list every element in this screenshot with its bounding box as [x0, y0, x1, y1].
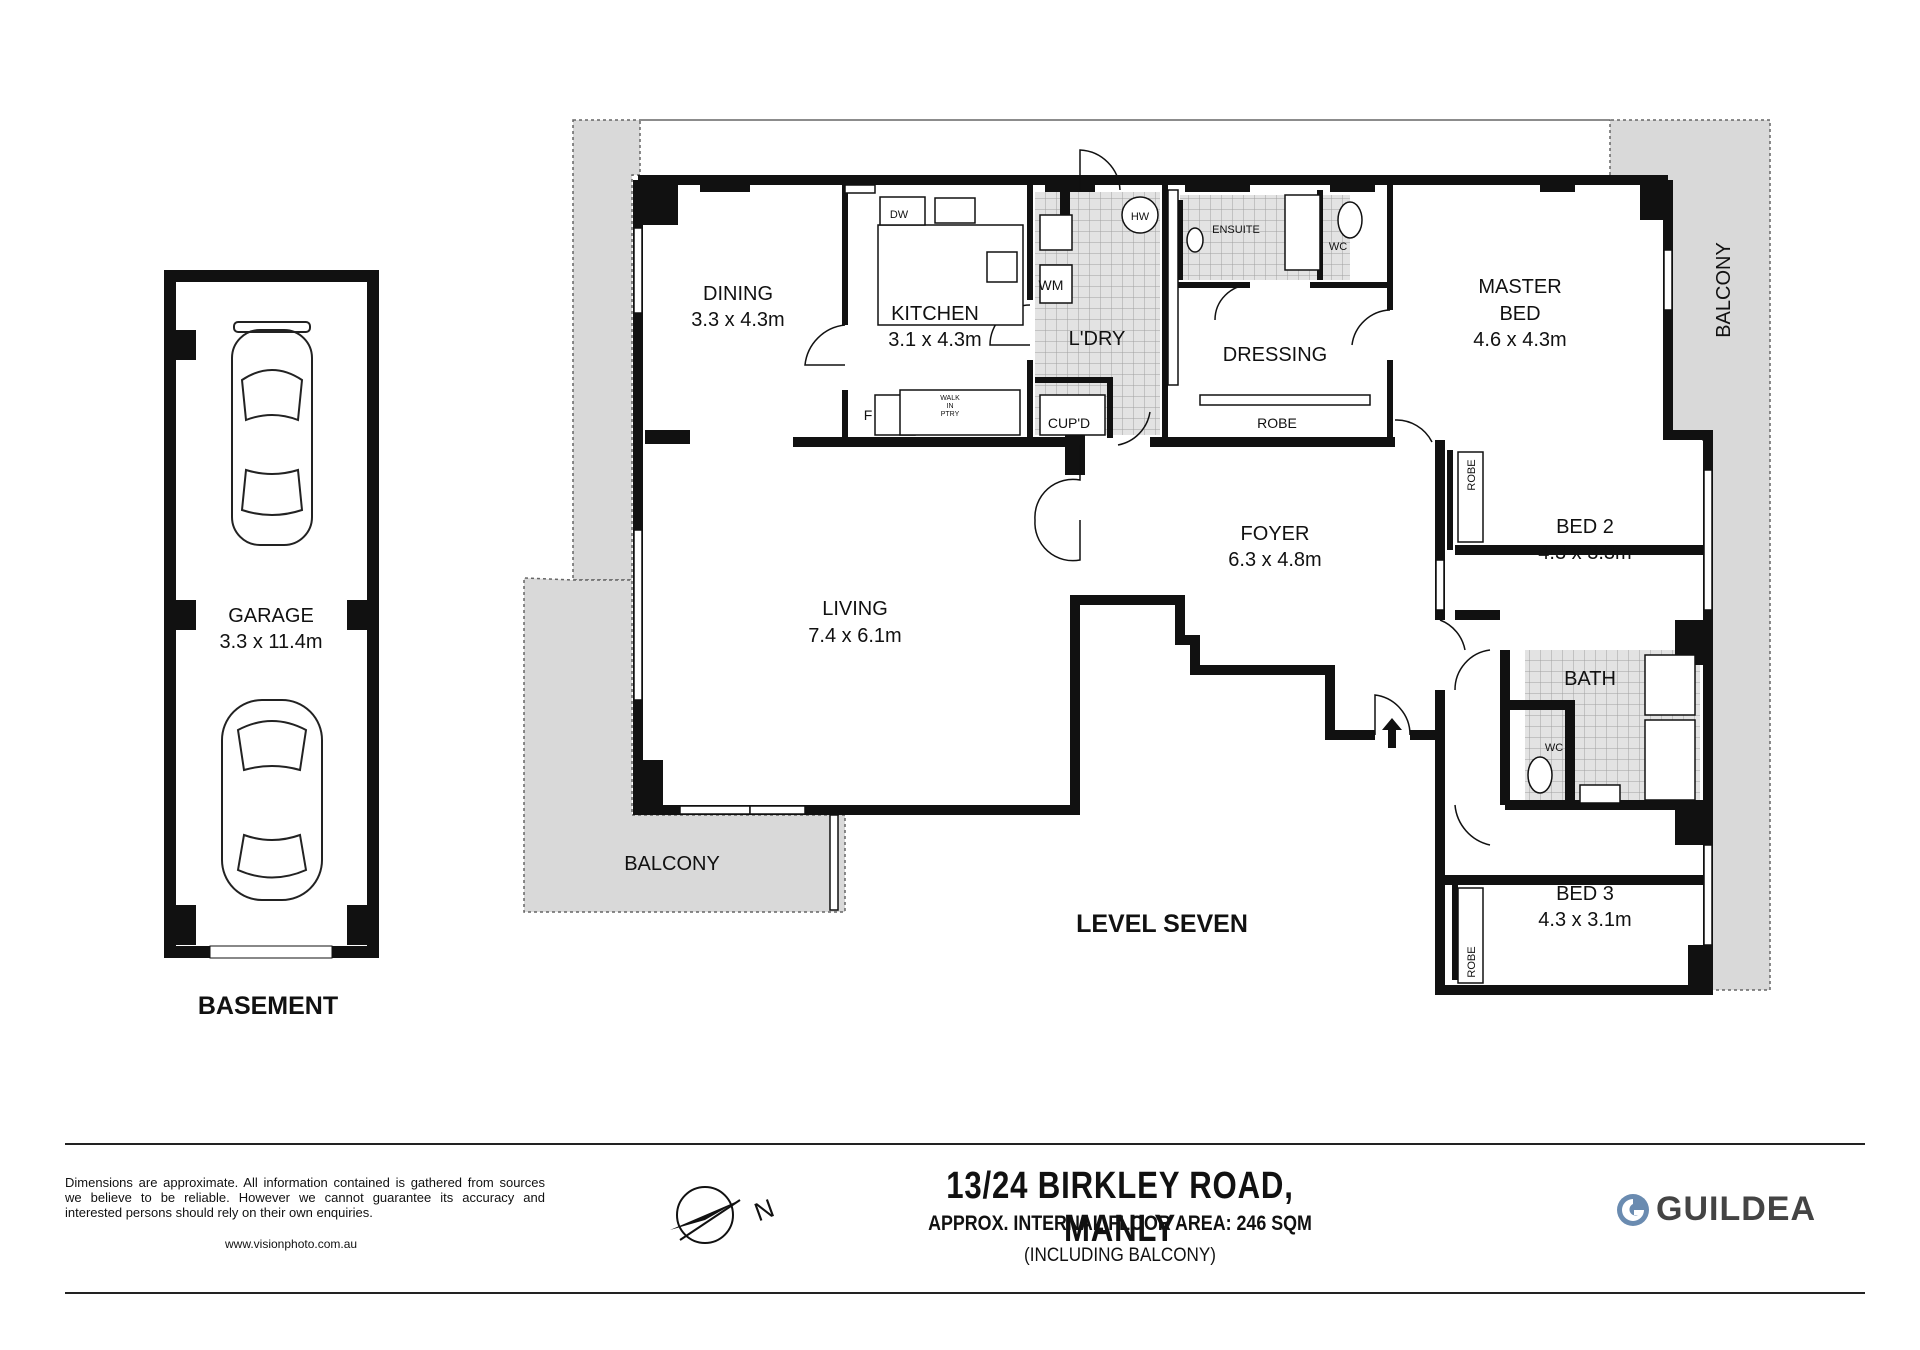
compass-letter: N — [750, 1193, 778, 1228]
garage-dims: 3.3 x 11.4m — [219, 631, 322, 653]
balcony-east-label: BALCONY — [1713, 242, 1735, 338]
floor-area: APPROX. INTERNAL FLOOR AREA: 246 SQM — [928, 1212, 1312, 1235]
bed3-dims: 4.3 x 3.1m — [1538, 909, 1631, 931]
dining-dims: 3.3 x 4.3m — [691, 309, 784, 331]
living-dims: 7.4 x 6.1m — [808, 625, 901, 647]
bed2-name: BED 2 — [1556, 516, 1614, 538]
brand-logo: GUILDEA — [1616, 1190, 1816, 1229]
level-title: LEVEL SEVEN — [1076, 910, 1248, 938]
balcony-south-label: BALCONY — [624, 853, 720, 875]
bathroom-fixtures — [1186, 194, 1696, 804]
cupboard-name: CUP'D — [1048, 415, 1090, 431]
living-name: LIVING — [822, 598, 888, 620]
wc-ensuite-name: WC — [1329, 241, 1347, 253]
website-link[interactable]: www.visionphoto.com.au — [225, 1237, 358, 1251]
garage-name: GARAGE — [228, 605, 314, 627]
master-name: MASTER — [1478, 276, 1561, 298]
car-icon — [221, 699, 323, 901]
garage: GARAGE 3.3 x 11.4m — [164, 270, 379, 959]
master-dims: 4.6 x 4.3m — [1473, 329, 1566, 351]
footer-rule-bottom — [65, 1292, 1865, 1294]
robe-dressing-name: ROBE — [1257, 415, 1297, 431]
robes — [1167, 189, 1484, 984]
bed2-dims: 4.3 x 3.3m — [1538, 542, 1631, 564]
brand-icon — [1617, 1193, 1649, 1226]
dw-label: DW — [890, 209, 909, 221]
kitchen-name: KITCHEN — [891, 303, 979, 325]
pantry-label-2: IN — [947, 403, 954, 410]
fridge-label: F — [864, 407, 873, 423]
pantry-label-1: WALK — [940, 395, 960, 402]
laundry-name: L'DRY — [1069, 328, 1126, 350]
kitchen-dims: 3.1 x 4.3m — [888, 329, 981, 351]
room-labels: DINING 3.3 x 4.3m KITCHEN 3.1 x 4.3m L'D… — [691, 209, 1631, 978]
disclaimer: Dimensions are approximate. All informat… — [65, 1175, 545, 1220]
bed3-name: BED 3 — [1556, 883, 1614, 905]
compass-icon: N — [670, 1186, 778, 1244]
robe-bed3-name: ROBE — [1466, 946, 1478, 977]
foyer-dims: 6.3 x 4.8m — [1228, 549, 1321, 571]
ensuite-tiles — [1180, 195, 1350, 280]
unit-floor — [638, 180, 1700, 990]
footer-rule-top — [65, 1143, 1865, 1145]
brand-name: GUILDEA — [1656, 1190, 1816, 1228]
doors — [804, 149, 1491, 846]
windows — [633, 184, 1713, 946]
dressing-name: DRESSING — [1223, 344, 1327, 366]
bath-name: BATH — [1564, 668, 1616, 690]
robe-bed2-name: ROBE — [1466, 459, 1478, 490]
wc-bath-name: WC — [1545, 742, 1563, 754]
property-address: 13/24 BIRKLEY ROAD, MANLY — [946, 1165, 1294, 1250]
including-balcony: (INCLUDING BALCONY) — [1024, 1245, 1216, 1266]
foyer-name: FOYER — [1241, 523, 1310, 545]
wm-label: WM — [1039, 277, 1064, 293]
hw-label: HW — [1131, 211, 1150, 223]
master-name-2: BED — [1499, 303, 1540, 325]
pantry-label-3: PTRY — [941, 411, 960, 418]
car-icon — [231, 321, 313, 546]
dining-name: DINING — [703, 283, 773, 305]
entry-arrow-icon — [1382, 718, 1402, 748]
kitchen-fixtures — [874, 196, 1159, 436]
basement-title: BASEMENT — [198, 992, 338, 1020]
ensuite-name: ENSUITE — [1212, 224, 1260, 236]
